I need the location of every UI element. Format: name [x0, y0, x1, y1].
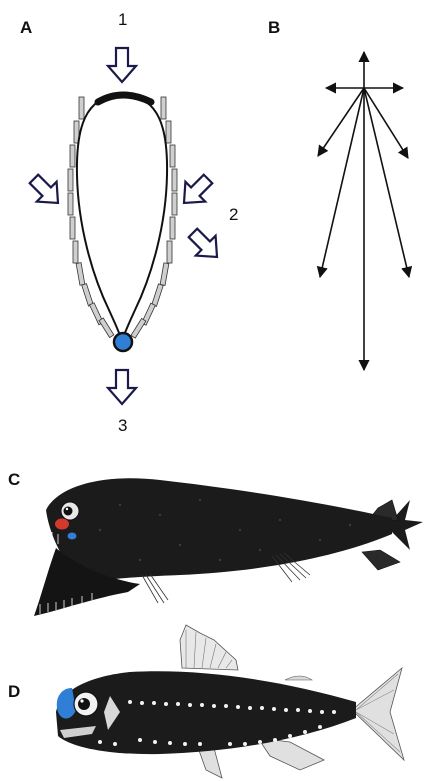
lanternfish-illustration — [0, 0, 426, 781]
